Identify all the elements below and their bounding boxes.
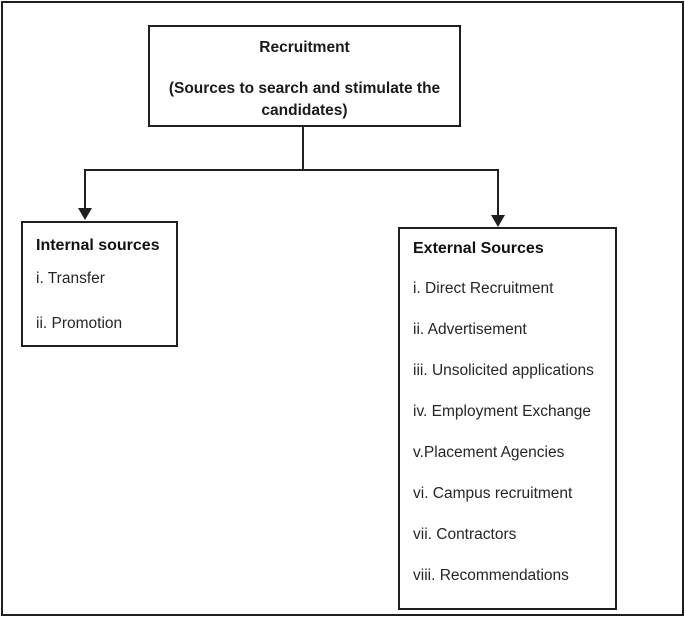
list-item: ii. Promotion bbox=[36, 315, 123, 332]
list-item: vii. Contractors bbox=[413, 526, 517, 543]
internal-sources-box: Internal sources i. Transfer ii. Promotio… bbox=[21, 221, 178, 347]
list-item: ii. Advertisement bbox=[413, 321, 527, 338]
list-item: i. Transfer bbox=[36, 270, 105, 287]
external-sources-title: External Sources bbox=[413, 240, 544, 257]
external-sources-list: i. Direct Recruitment ii. Advertisement ii… bbox=[413, 276, 607, 588]
internal-sources-list: i. Transfer ii. Promotion bbox=[36, 266, 168, 336]
arrowhead-down-left-icon bbox=[78, 208, 92, 220]
list-item: vi. Campus recruitment bbox=[413, 485, 573, 502]
internal-sources-title: Internal sources bbox=[36, 237, 160, 254]
root-box-recruitment: Recruitment (Sources to search and stimu… bbox=[148, 25, 461, 127]
list-item: i. Direct Recruitment bbox=[413, 280, 554, 297]
connector-root-stem bbox=[302, 127, 304, 170]
list-item: viii. Recommendations bbox=[413, 567, 569, 584]
root-title: Recruitment bbox=[259, 39, 350, 56]
external-sources-box: External Sources i. Direct Recruitment ii… bbox=[398, 227, 617, 610]
arrowhead-down-right-icon bbox=[491, 215, 505, 227]
connector-horizontal-line bbox=[84, 169, 499, 171]
list-item: v.Placement Agencies bbox=[413, 444, 565, 461]
connector-right-drop bbox=[497, 169, 499, 216]
root-subtitle: (Sources to search and stimulate the can… bbox=[168, 80, 441, 119]
connector-left-drop bbox=[84, 169, 86, 209]
list-item: iii. Unsolicited applications bbox=[413, 362, 594, 379]
list-item: iv. Employment Exchange bbox=[413, 403, 592, 420]
